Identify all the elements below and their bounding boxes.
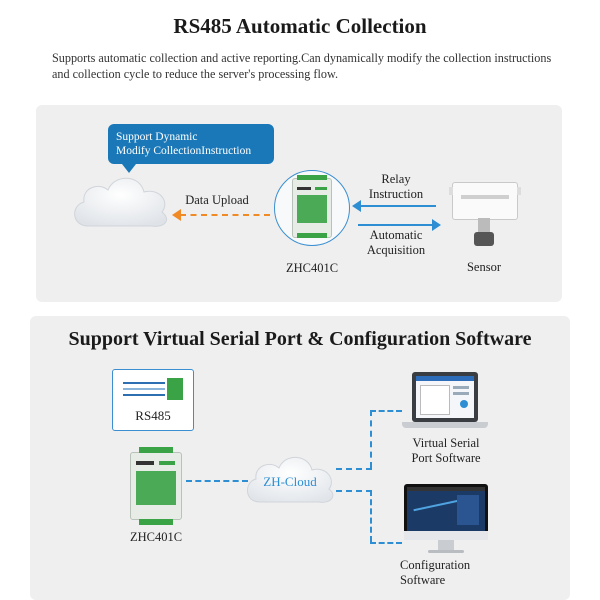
vsp-line2: Port Software (411, 451, 481, 465)
device-brand-strip (297, 187, 311, 190)
device-panel (297, 195, 327, 223)
device2-terminal-top (139, 447, 173, 453)
auto-line2: Acquisition (366, 243, 426, 257)
vsp-line1: Virtual Serial (412, 436, 480, 450)
sensor-icon (449, 182, 521, 220)
device-cloud-link (186, 480, 248, 482)
relay-instruction-label: Relay Instruction (360, 172, 432, 202)
section2-title: Support Virtual Serial Port & Configurat… (68, 328, 532, 350)
device-label-strip (315, 187, 327, 190)
rs485-wire-3 (123, 394, 165, 396)
cfg-line2: Software (400, 573, 446, 587)
cfg-line1: Configuration (400, 558, 471, 572)
cloud-branch-top-end (370, 410, 402, 412)
device2-terminal-bottom (139, 519, 173, 525)
device-terminal-top (297, 175, 327, 180)
laptop-window-titlebar (416, 376, 474, 381)
rs485-box: RS485 (112, 369, 194, 431)
configuration-software-label: Configuration Software (400, 558, 471, 588)
device2-label-strip (159, 461, 175, 465)
automatic-acquisition-label: Automatic Acquisition (360, 228, 432, 258)
relay-line1: Relay (381, 172, 411, 186)
rs485-wire-2 (123, 388, 165, 390)
monitor-toolbar (407, 487, 485, 491)
laptop-base (402, 422, 488, 428)
sensor-label-strip (461, 195, 509, 199)
laptop-window-button-icon (460, 400, 468, 408)
virtual-serial-port-label: Virtual Serial Port Software (394, 436, 498, 466)
zhc401c-device-icon (292, 175, 332, 238)
monitor-side-panel (457, 495, 479, 525)
device2-name-label: ZHC401C (129, 530, 183, 544)
cloud-branch-bottom-end (370, 542, 402, 544)
device-terminal-bottom (297, 233, 327, 238)
rs485-connector-icon (167, 378, 183, 400)
section1-description: Supports automatic collection and active… (52, 51, 552, 81)
device-name-label: ZHC401C (285, 261, 339, 275)
acquisition-arrow-line (358, 224, 434, 226)
bubble-pointer (122, 164, 136, 173)
cloud-branch-top-v (370, 410, 372, 468)
zh-cloud-label: ZH-Cloud (263, 474, 317, 489)
cloud-icon (74, 177, 167, 227)
zh-cloud-icon (247, 456, 334, 503)
device2-panel (136, 471, 176, 505)
data-upload-label: Data Upload (185, 193, 249, 207)
relay-line2: Instruction (368, 187, 424, 201)
monitor-chin (404, 531, 488, 540)
rs485-label: RS485 (135, 408, 171, 423)
data-upload-arrow-line (180, 214, 270, 216)
data-upload-arrowhead (172, 209, 181, 221)
monitor-stand-base (428, 550, 464, 553)
laptop-screen (416, 376, 474, 418)
auto-line1: Automatic (369, 228, 423, 242)
bubble-line2: Modify CollectionInstruction (116, 145, 252, 157)
acquisition-arrowhead (432, 219, 441, 231)
sensor-mount-right (517, 187, 521, 195)
sensor-mount-left (449, 187, 453, 195)
laptop-window-field-2 (453, 392, 469, 395)
sensor-probe-head (474, 232, 494, 246)
relay-arrow-line (360, 205, 436, 207)
laptop-window-field-1 (453, 386, 469, 389)
cloud-branch-top-h (336, 468, 372, 470)
instruction-bubble: Support Dynamic Modify CollectionInstruc… (108, 124, 274, 164)
sensor-name-label: Sensor (466, 260, 502, 274)
zhc401c-device-icon-2 (130, 447, 182, 525)
section1-title: RS485 Automatic Collection (173, 14, 427, 38)
laptop-icon (412, 372, 478, 422)
relay-arrowhead (352, 200, 361, 212)
laptop-window-textarea (420, 385, 450, 415)
cloud-branch-bottom-v (370, 490, 372, 542)
sensor-probe-neck (478, 218, 490, 234)
rs485-wire-1 (123, 382, 165, 384)
cloud-branch-bottom-h (336, 490, 372, 492)
device2-brand-strip (136, 461, 154, 465)
bubble-line1: Support Dynamic (116, 131, 198, 143)
monitor-screen (407, 487, 485, 531)
monitor-icon (404, 484, 488, 540)
monitor-stand (438, 540, 454, 550)
